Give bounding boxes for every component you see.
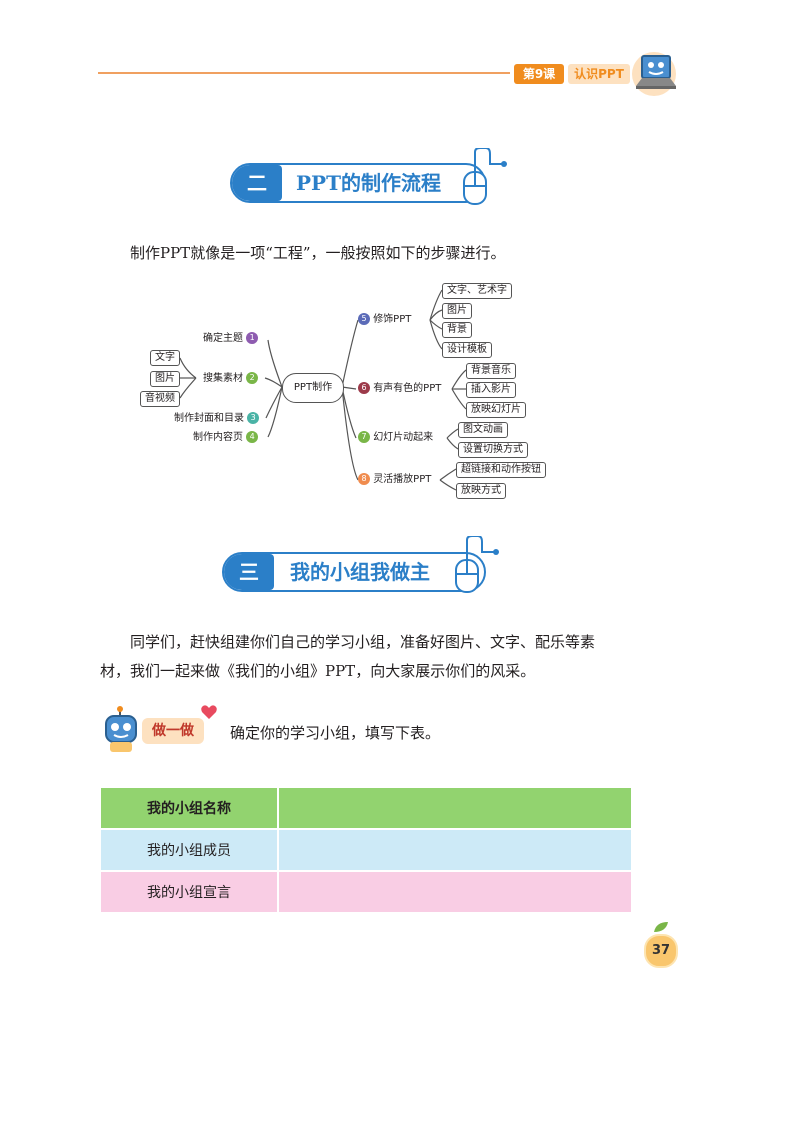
- laptop-mascot-icon: [630, 48, 686, 102]
- mind-map-leaf: 文字、艺术字: [442, 283, 512, 299]
- node-label: 制作封面和目录: [174, 413, 244, 424]
- step-number: 7: [358, 431, 370, 443]
- mind-map-leaf: 背景音乐: [466, 363, 516, 379]
- node-label: 幻灯片动起来: [373, 432, 434, 443]
- section-number: 三: [224, 554, 274, 590]
- heart-icon: [201, 705, 217, 719]
- table-row-label: 我的小组宣言: [101, 872, 279, 912]
- section-banner-3: 三 我的小组我做主: [222, 552, 488, 592]
- mind-map-leaf: 设计模板: [442, 342, 492, 358]
- mind-map-node: 搜集素材 2: [203, 372, 259, 386]
- mind-map-leaf: 图片: [150, 371, 180, 387]
- node-label: 灵活播放PPT: [373, 474, 432, 485]
- mind-map-leaf: 放映幻灯片: [466, 402, 526, 418]
- mouse-icon: [455, 536, 499, 593]
- node-label: 确定主题: [203, 333, 243, 344]
- step-number: 2: [246, 372, 259, 384]
- node-label: 搜集素材: [203, 373, 243, 384]
- node-label: 修饰PPT: [373, 314, 412, 325]
- step-number: 1: [246, 332, 259, 344]
- mind-map-leaf: 背景: [442, 322, 472, 338]
- mind-map-node: 确定主题 1: [203, 332, 259, 346]
- node-label: 有声有色的PPT: [373, 383, 442, 394]
- node-label: 制作内容页: [193, 432, 243, 443]
- step-number: 4: [246, 431, 259, 443]
- mind-map-node: 8 灵活播放PPT: [358, 473, 431, 487]
- robot-mascot-icon: [105, 706, 137, 752]
- section2-intro: 制作PPT就像是一项“工程”，一般按照如下的步骤进行。: [130, 244, 506, 262]
- mind-map-node: 5 修饰PPT: [358, 313, 411, 327]
- table-row-input[interactable]: [279, 872, 631, 912]
- lesson-title: 认识PPT: [568, 64, 630, 84]
- lesson-tag: 第9课: [514, 64, 564, 84]
- mind-map-connectors: [179, 289, 467, 491]
- mind-map-node: 7 幻灯片动起来: [358, 431, 433, 445]
- table-row: 我的小组宣言: [101, 872, 631, 912]
- table-row-label: 我的小组成员: [101, 830, 279, 870]
- table-row-label: 我的小组名称: [101, 788, 279, 828]
- group-info-table: 我的小组名称 我的小组成员 我的小组宣言: [101, 786, 631, 914]
- mind-map-leaf: 图文动画: [458, 422, 508, 438]
- mind-map-node: 6 有声有色的PPT: [358, 382, 441, 396]
- mind-map-center: PPT制作: [282, 373, 344, 403]
- table-row: 我的小组名称: [101, 788, 631, 828]
- mind-map-leaf: 图片: [442, 303, 472, 319]
- header-rule: [98, 72, 510, 74]
- section-title: 我的小组我做主: [290, 560, 430, 584]
- activity-badge: 做一做: [142, 718, 204, 744]
- section-number: 二: [232, 165, 282, 201]
- activity-instruction: 确定你的学习小组，填写下表。: [230, 724, 441, 742]
- mind-map-node: 制作内容页 4: [193, 431, 259, 445]
- mind-map-leaf: 设置切换方式: [458, 442, 528, 458]
- mind-map-leaf: 插入影片: [466, 382, 516, 398]
- page-number: 37: [644, 934, 678, 968]
- mind-map-leaf: 放映方式: [456, 483, 506, 499]
- table-row-input[interactable]: [279, 788, 631, 828]
- section3-paragraph-line2: 材，我们一起来做《我们的小组》PPT，向大家展示你们的风采。: [100, 662, 536, 680]
- mind-map-leaf: 超链接和动作按钮: [456, 462, 546, 478]
- section3-paragraph-line1: 同学们，赶快组建你们自己的学习小组，准备好图片、文字、配乐等素: [130, 633, 596, 651]
- step-number: 5: [358, 313, 370, 325]
- table-row-input[interactable]: [279, 830, 631, 870]
- section-title: PPT的制作流程: [296, 171, 441, 195]
- step-number: 6: [358, 382, 370, 394]
- section-banner-2: 二 PPT的制作流程: [230, 163, 488, 203]
- step-number: 8: [358, 473, 370, 485]
- mind-map-node: 制作封面和目录 3: [174, 412, 260, 426]
- mind-map: PPT制作 确定主题 1 搜集素材 2 制作封面和目录 3 制作内容页 4 文字…: [0, 0, 800, 520]
- leaf-icon: [654, 922, 668, 932]
- table-row: 我的小组成员: [101, 830, 631, 870]
- mind-map-leaf: 音视频: [140, 391, 180, 407]
- mouse-icon: [463, 148, 507, 205]
- mind-map-leaf: 文字: [150, 350, 180, 366]
- step-number: 3: [247, 412, 260, 424]
